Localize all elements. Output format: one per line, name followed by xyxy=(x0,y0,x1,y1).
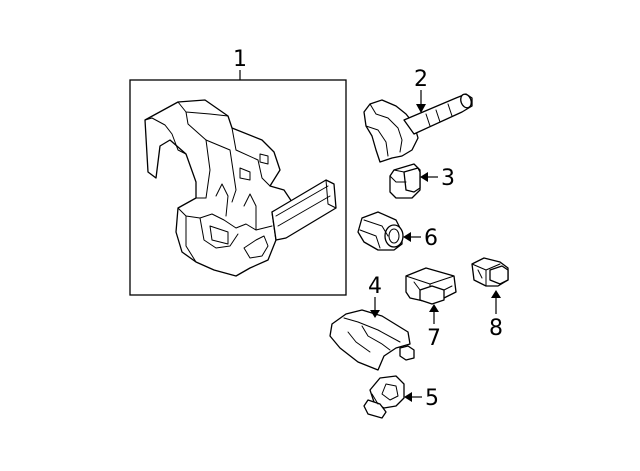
part-3-switch xyxy=(389,163,421,199)
callout-2-arrow xyxy=(416,104,426,113)
callout-5-arrow xyxy=(404,392,412,402)
callout-6-label: 6 xyxy=(424,226,438,251)
callout-8-arrow xyxy=(491,290,501,298)
part-1-frame xyxy=(129,79,347,296)
callout-8-label: 8 xyxy=(489,316,503,341)
callout-6-arrow xyxy=(403,232,411,242)
part-4-shroud xyxy=(329,309,415,371)
callout-1: 1 xyxy=(233,47,247,80)
part-1-switch-housing xyxy=(129,79,347,296)
part-2-stalk-switch xyxy=(363,93,473,163)
callout-3-arrow xyxy=(420,172,428,182)
callout-3: 3 xyxy=(420,166,455,191)
callout-1-label: 1 xyxy=(233,47,247,72)
part-5-clip xyxy=(363,375,405,419)
part-7-module xyxy=(405,267,457,305)
callout-7-label: 7 xyxy=(427,326,441,351)
part-8-connector xyxy=(471,257,509,287)
callout-2-label: 2 xyxy=(414,67,428,92)
callout-7-arrow xyxy=(429,304,439,312)
callout-3-label: 3 xyxy=(441,166,455,191)
callout-4: 4 xyxy=(368,274,382,318)
callout-4-label: 4 xyxy=(368,274,382,299)
callout-6: 6 xyxy=(403,226,438,251)
callout-5: 5 xyxy=(404,386,439,411)
callout-4-arrow xyxy=(370,310,380,318)
callout-5-label: 5 xyxy=(425,386,439,411)
callout-8: 8 xyxy=(489,290,503,341)
callout-7: 7 xyxy=(427,304,441,351)
callout-2: 2 xyxy=(414,67,428,113)
part-6-lock-cylinder xyxy=(357,211,404,251)
